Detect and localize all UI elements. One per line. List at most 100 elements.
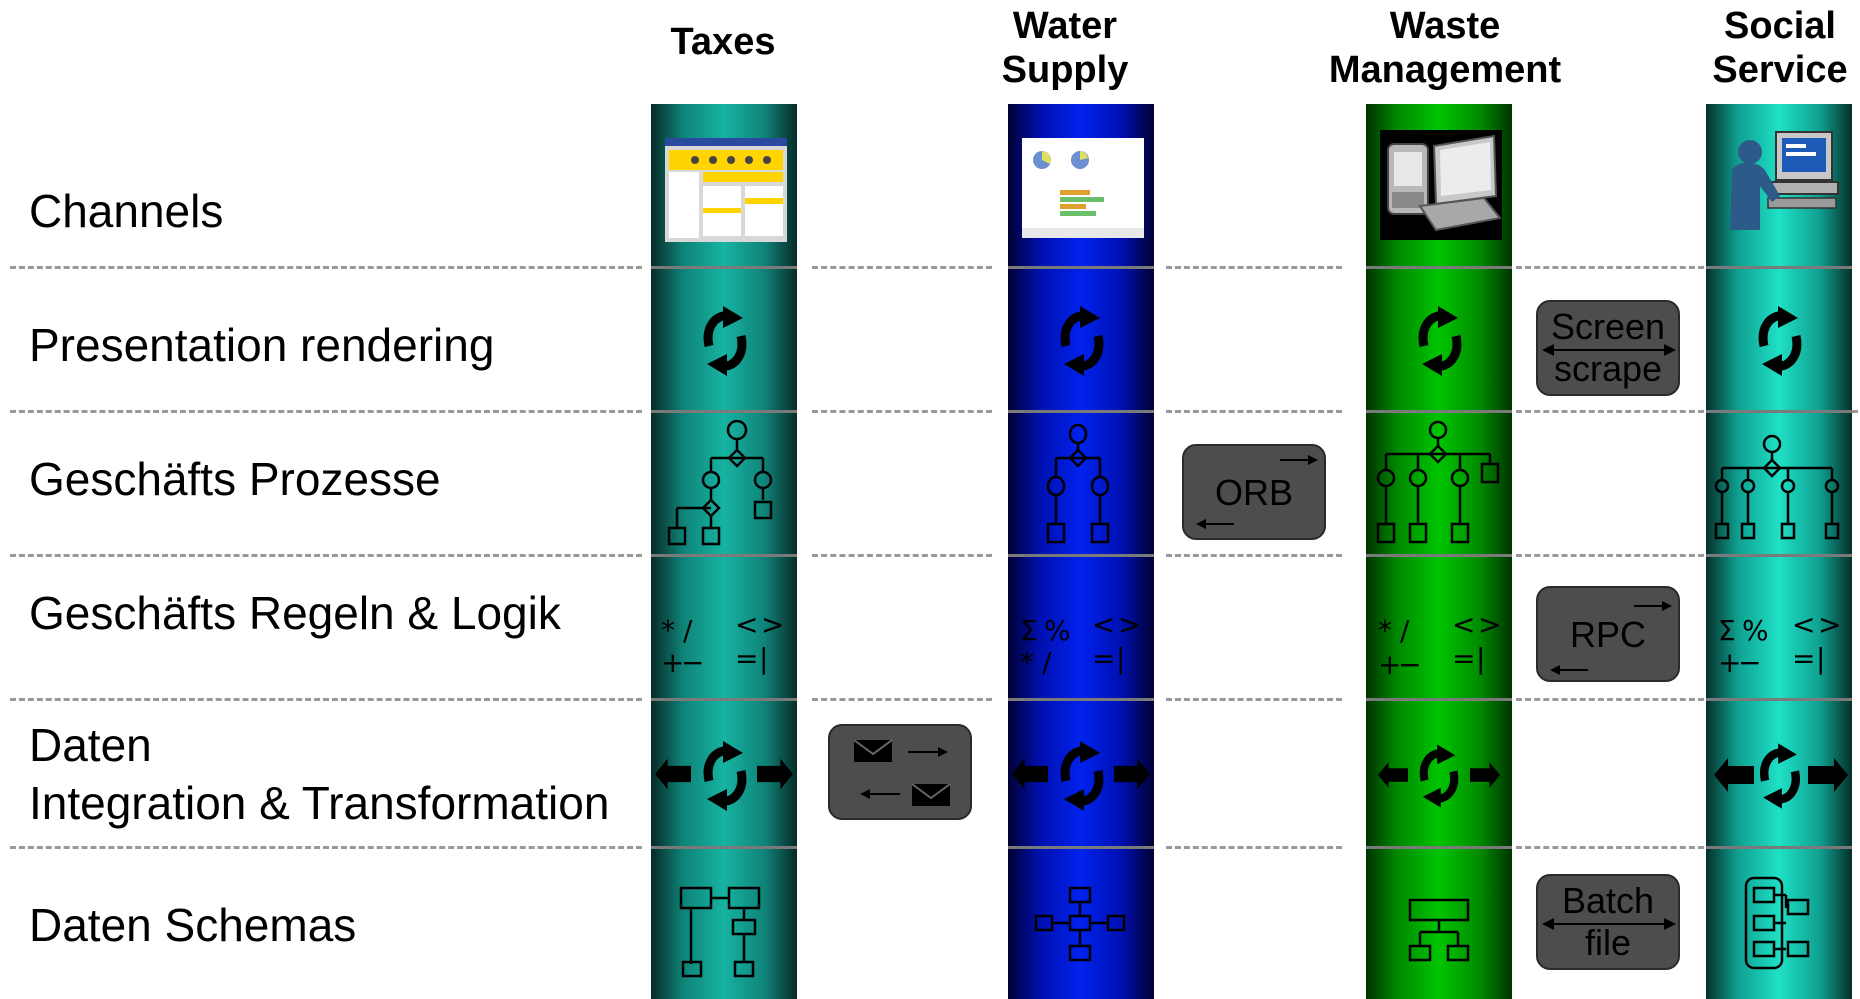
data-transformation-icon: [1714, 734, 1848, 818]
row-label-text: Geschäfts Regeln & Logik: [29, 587, 561, 639]
column-separator: [1706, 554, 1852, 557]
data-transformation-icon: [655, 734, 793, 818]
messaging-connector: [828, 724, 972, 820]
divider: [1166, 554, 1342, 557]
divider: [812, 698, 992, 701]
divider: [1852, 410, 1858, 413]
operator-symbol: =: [735, 642, 758, 675]
operator-symbol: /: [1400, 614, 1410, 647]
operator-symbol: −: [681, 646, 704, 679]
rendering-cycle-icon: [1366, 304, 1512, 378]
divider: [10, 846, 642, 849]
business-rules-operators-icon: * / < > + − = |: [1378, 608, 1501, 681]
column-waste-management: * / < > + − = |: [1366, 104, 1512, 999]
column-separator: [651, 698, 797, 701]
row-label-channels: Channels: [29, 182, 223, 240]
operator-symbol: <: [1792, 608, 1815, 641]
row-label-business-processes: Geschäfts Prozesse: [29, 450, 441, 508]
operator-symbol: =: [1092, 642, 1115, 675]
column-separator: [651, 846, 797, 849]
operator-symbol: %: [1044, 614, 1071, 647]
operator-symbol: +: [1378, 648, 1401, 681]
connector-label: RPC: [1569, 614, 1646, 655]
operator-symbol: −: [1738, 646, 1761, 679]
data-schema-icon: [679, 886, 761, 978]
column-separator: [1008, 698, 1154, 701]
column-separator: [1008, 266, 1154, 269]
operator-symbol: |: [1816, 642, 1825, 675]
operator-symbol: =: [1792, 642, 1815, 675]
operator-symbol: Σ: [1020, 614, 1038, 647]
divider: [812, 410, 992, 413]
operator-symbol: %: [1742, 614, 1769, 647]
column-title-line: Taxes: [670, 21, 776, 63]
column-title-line: Waste: [1389, 5, 1501, 47]
operator-symbol: /: [1042, 646, 1052, 679]
row-label-text: Geschäfts Prozesse: [29, 453, 441, 505]
column-separator: [1366, 698, 1512, 701]
operator-symbol: >: [761, 608, 784, 641]
row-label-business-rules: Geschäfts Regeln & Logik: [29, 584, 561, 642]
divider: [1166, 410, 1342, 413]
column-separator: [1008, 846, 1154, 849]
business-rules-operators-icon: Σ % < > + − = |: [1718, 608, 1841, 679]
operator-symbol: >: [1478, 608, 1501, 641]
envelope-icon: [853, 739, 893, 762]
column-title-line: Supply: [1001, 49, 1129, 91]
column-title-taxes: Taxes: [648, 20, 798, 64]
operator-symbol: =: [1452, 642, 1475, 675]
data-schema-icon: [1744, 876, 1810, 970]
connector-label: ORB: [1214, 472, 1293, 513]
divider: [1516, 554, 1704, 557]
operator-symbol: +: [661, 646, 684, 679]
operator-symbol: −: [1398, 648, 1421, 681]
process-flow-icon: [1714, 434, 1840, 540]
column-separator: [1366, 266, 1512, 269]
column-title-line: Water: [1012, 5, 1118, 47]
process-flow-icon: [1046, 423, 1110, 544]
divider: [10, 554, 642, 557]
connector-label: scrape: [1553, 348, 1663, 389]
rendering-cycle-icon: [1706, 304, 1852, 378]
row-label-text: Presentation rendering: [29, 319, 495, 371]
divider: [1516, 410, 1704, 413]
operator-symbol: Σ: [1718, 614, 1736, 647]
column-separator: [1366, 846, 1512, 849]
column-taxes: * / < > + − = |: [651, 104, 797, 999]
desktop-user-icon: [1730, 131, 1839, 230]
request-reply-arrows-icon: [1550, 601, 1672, 675]
divider: [812, 266, 992, 269]
rpc-connector: RPC: [1536, 586, 1680, 682]
column-title-water-supply: Water Supply: [990, 4, 1140, 92]
divider: [1166, 698, 1342, 701]
column-title-line: Management: [1328, 49, 1562, 91]
divider: [1516, 266, 1704, 269]
column-separator: [1008, 410, 1154, 413]
operator-symbol: >: [1118, 608, 1141, 641]
operator-symbol: |: [759, 642, 768, 675]
rendering-cycle-icon: [1008, 304, 1154, 378]
column-separator: [651, 410, 797, 413]
operator-symbol: +: [1718, 646, 1741, 679]
connector-label: file: [1584, 922, 1632, 963]
column-title-line: Social: [1724, 5, 1836, 47]
process-flow-icon: [667, 420, 773, 546]
column-title-waste-management: Waste Management: [1320, 4, 1570, 92]
column-separator: [1008, 554, 1154, 557]
business-rules-operators-icon: Σ % < > * / = |: [1020, 608, 1141, 679]
divider: [1166, 846, 1342, 849]
row-label-text: Channels: [29, 185, 224, 237]
row-label-data-schemas: Daten Schemas: [29, 896, 356, 954]
connector-label: Batch: [1561, 880, 1655, 921]
operator-symbol: |: [1476, 642, 1485, 675]
message-exchange-icon: [853, 739, 951, 806]
column-water-supply: Σ % < > * / = |: [1008, 104, 1154, 999]
operator-symbol: <: [735, 608, 758, 641]
divider: [812, 554, 992, 557]
row-label-presentation-rendering: Presentation rendering: [29, 316, 494, 374]
screen-scrape-connector: Screen scrape: [1536, 300, 1680, 396]
operator-symbol: |: [1116, 642, 1125, 675]
row-label-text: Integration & Transformation: [29, 777, 610, 829]
web-portal-screenshot-icon: [665, 138, 787, 242]
